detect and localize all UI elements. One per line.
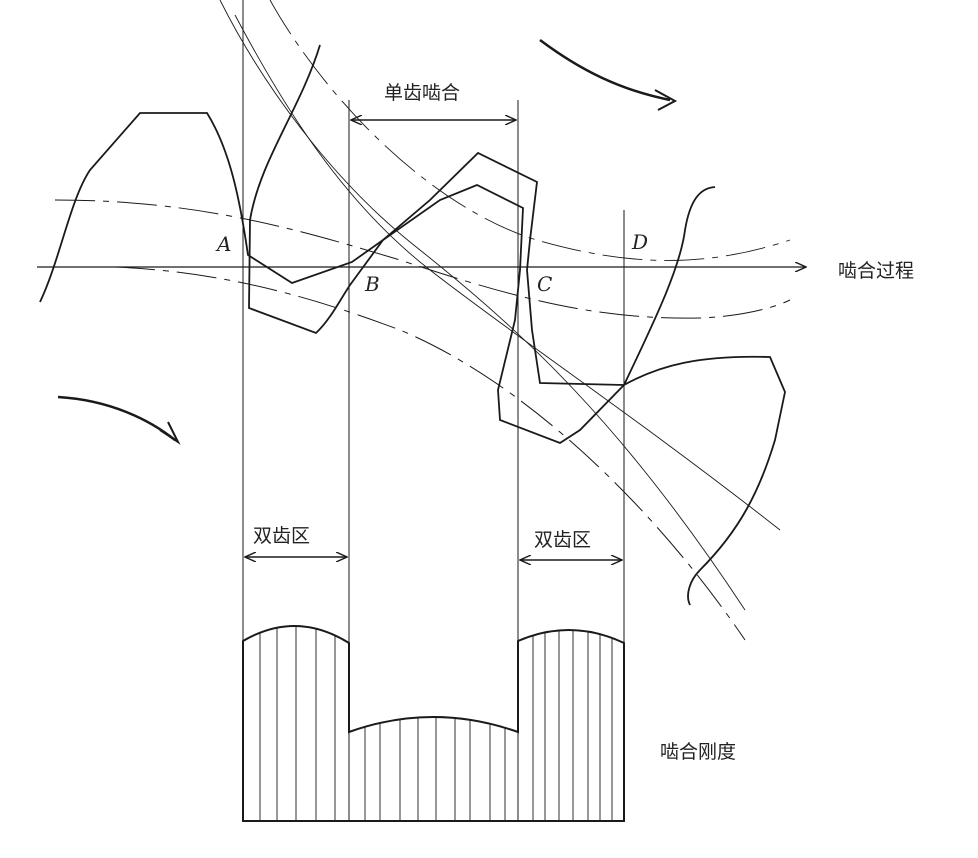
point-d-label: D xyxy=(632,230,649,254)
point-a-label: A xyxy=(217,232,232,256)
gear-tooth-profile-lower xyxy=(248,44,786,606)
double-tooth-zone-right-label: 双齿区 xyxy=(534,529,592,551)
pitch-circle-upper xyxy=(54,199,791,319)
point-c-label: C xyxy=(537,272,553,296)
pitch-circle-lower xyxy=(114,266,746,641)
mesh-stiffness-outline xyxy=(242,625,625,822)
addendum-circle-3 xyxy=(234,14,781,531)
point-b-label: B xyxy=(365,272,380,296)
addendum-circle-1 xyxy=(219,0,746,611)
rotation-arrow-upper-icon xyxy=(539,38,671,102)
double-tooth-zone-left-label: 双齿区 xyxy=(253,525,311,547)
rotation-arrow-upper-head xyxy=(654,89,678,111)
single-tooth-mesh-label: 单齿啮合 xyxy=(384,82,461,104)
stiffness-hatching xyxy=(259,626,613,821)
rotation-arrow-lower-head xyxy=(159,421,181,445)
rotation-arrow-lower-icon xyxy=(57,395,176,441)
addendum-circle-2 xyxy=(269,0,791,261)
meshing-process-label: 啮合过程 xyxy=(838,260,915,282)
mesh-stiffness-label: 啮合刚度 xyxy=(660,741,737,763)
gear-tooth-profile-upper xyxy=(39,112,716,386)
